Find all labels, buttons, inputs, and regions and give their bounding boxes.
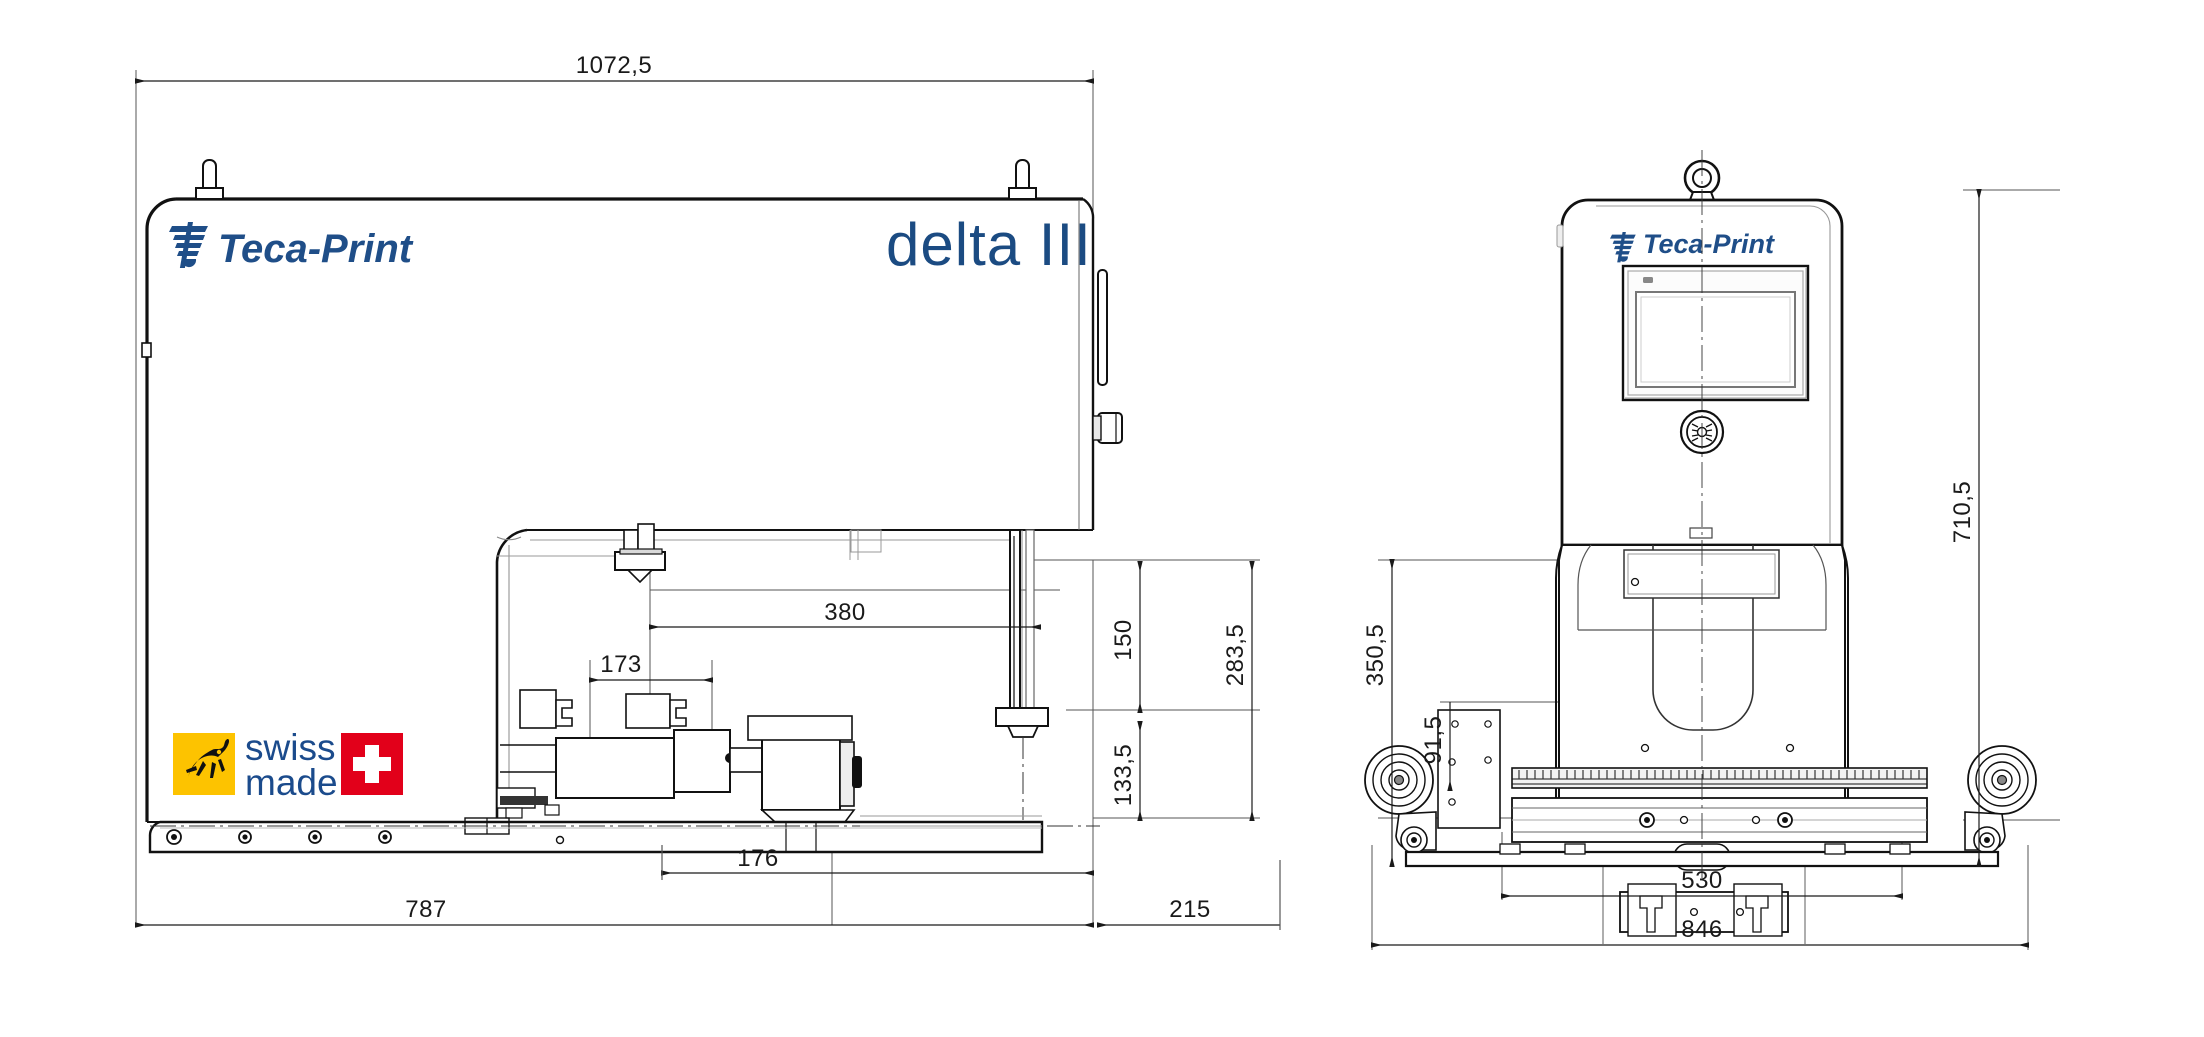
side-view: Teca-Print delta III swiss made <box>135 52 1281 930</box>
internal-hidden-lines <box>497 529 1010 560</box>
front-dimension-set: 710,5 350,5 91,5 530 846 <box>1362 189 2029 948</box>
lifting-pin-left <box>195 159 224 200</box>
front-view: Teca-Print <box>1362 150 2060 950</box>
shroud-inner-curve <box>496 536 522 541</box>
hood-latch <box>141 342 152 358</box>
front-internal-plate <box>1623 549 1780 599</box>
hmi-touch-panel[interactable] <box>1621 264 1810 402</box>
lifting-pin-right <box>1008 159 1037 200</box>
hood-right-edge <box>1082 197 1095 530</box>
schaffhausen-ram-icon <box>186 738 230 778</box>
door-hinge <box>1097 269 1108 386</box>
front-teca-print-logo-icon <box>1610 232 1636 263</box>
side-branding: Teca-Print delta III <box>169 211 1092 278</box>
side-machine-body <box>141 159 1123 854</box>
teca-print-logo-icon <box>169 222 208 268</box>
front-access-cutout <box>1652 545 1754 731</box>
carriage-shroud <box>495 528 528 818</box>
dim-cliche-width-label: 173 <box>600 651 642 678</box>
dim-base-length-label: 787 <box>405 896 447 923</box>
cliche-slide-assembly <box>500 689 763 799</box>
front-machine-body: Teca-Print <box>1364 150 2037 944</box>
swiss-label-line2: made <box>245 762 338 803</box>
dim-overall-width-label: 1072,5 <box>576 52 652 79</box>
wheel-right <box>1964 745 2037 854</box>
side-dimension-set: 1072,5 380 173 176 787 <box>135 52 1281 930</box>
base-plate <box>148 817 1044 854</box>
dim-nozzle-offset <box>661 845 1094 880</box>
rack-teeth <box>1518 770 1920 779</box>
side-model-label: delta III <box>886 211 1092 278</box>
lifting-eye-icon <box>1683 159 1721 201</box>
dim-overhang <box>1097 860 1281 930</box>
swiss-label-line1: swiss <box>245 727 335 768</box>
dim-lower-clearance-label: 133,5 <box>1110 744 1137 807</box>
front-brand-label: Teca-Print <box>1643 229 1775 259</box>
side-brand-label: Teca-Print <box>218 227 414 271</box>
left-clamp-block <box>496 787 560 819</box>
dim-front-overall-width-label: 846 <box>1681 916 1723 943</box>
dim-overall-height-label: 710,5 <box>1949 481 1976 544</box>
dim-overhang-label: 215 <box>1169 896 1211 923</box>
right-hidden-detail <box>860 815 1042 827</box>
dim-pad-travel-label: 380 <box>824 599 866 626</box>
hood-left-edge <box>145 197 177 822</box>
front-panel-clip <box>1556 224 1564 248</box>
hmi-status-led <box>1643 277 1653 283</box>
drive-motor <box>747 715 862 823</box>
pad-column <box>995 529 1049 820</box>
door-handle <box>1092 412 1123 444</box>
linear-guide-rail <box>1511 797 1928 843</box>
dim-nozzle-offset-label: 176 <box>737 845 779 872</box>
dim-total-clearance-label: 283,5 <box>1222 624 1249 687</box>
dim-rail-height-label: 91,5 <box>1420 716 1447 765</box>
swiss-made-badge: swiss made <box>173 727 403 803</box>
side-extension-lines <box>135 70 1260 925</box>
print-head-gantry <box>614 523 666 584</box>
front-panel-inner-edge <box>1596 205 1831 545</box>
base-bolt-holes <box>166 829 392 845</box>
dim-table-height-label: 350,5 <box>1362 624 1389 687</box>
swiss-flag-icon <box>341 733 403 795</box>
dim-frame-width-label: 530 <box>1681 867 1723 894</box>
dim-upper-clearance-label: 150 <box>1110 619 1137 661</box>
toothed-rack <box>1511 767 1928 789</box>
